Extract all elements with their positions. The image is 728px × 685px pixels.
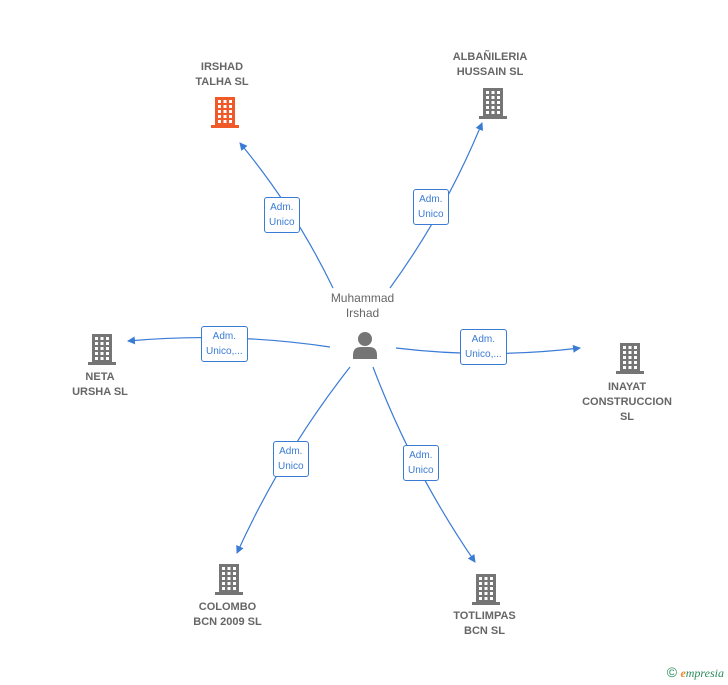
role-label-totlimpas[interactable]: Adm. Unico — [403, 445, 439, 481]
company-label-colombo[interactable]: COLOMBO BCN 2009 SL — [193, 601, 262, 628]
building-icon[interactable] — [614, 341, 646, 380]
footer-brand: © empresia — [667, 664, 724, 681]
company-label-neta[interactable]: NETA URSHA SL — [72, 371, 128, 398]
role-label-neta[interactable]: Adm. Unico,... — [201, 326, 248, 362]
company-label-totlimpas[interactable]: TOTLIMPAS BCN SL — [453, 610, 516, 637]
building-icon[interactable] — [86, 332, 118, 371]
company-label-albanileria[interactable]: ALBAÑILERIA HUSSAIN SL — [452, 51, 528, 78]
building-icon[interactable] — [209, 95, 241, 134]
copyright-icon: © — [666, 664, 678, 680]
building-icon[interactable] — [213, 562, 245, 601]
brand-logo: empresia — [680, 666, 724, 680]
building-icon[interactable] — [477, 86, 509, 125]
building-icon[interactable] — [470, 572, 502, 611]
role-label-irshad[interactable]: Adm. Unico — [264, 197, 300, 233]
company-label-irshad[interactable]: IRSHAD TALHA SL — [195, 61, 249, 88]
role-label-albanileria[interactable]: Adm. Unico — [413, 189, 449, 225]
person-icon — [353, 332, 377, 359]
company-label-inayat[interactable]: INAYAT CONSTRUCCION SL — [582, 381, 672, 423]
role-label-colombo[interactable]: Adm. Unico — [273, 441, 309, 477]
role-label-inayat[interactable]: Adm. Unico,... — [460, 329, 507, 365]
center-person-label[interactable]: Muhammad Irshad — [330, 291, 395, 320]
